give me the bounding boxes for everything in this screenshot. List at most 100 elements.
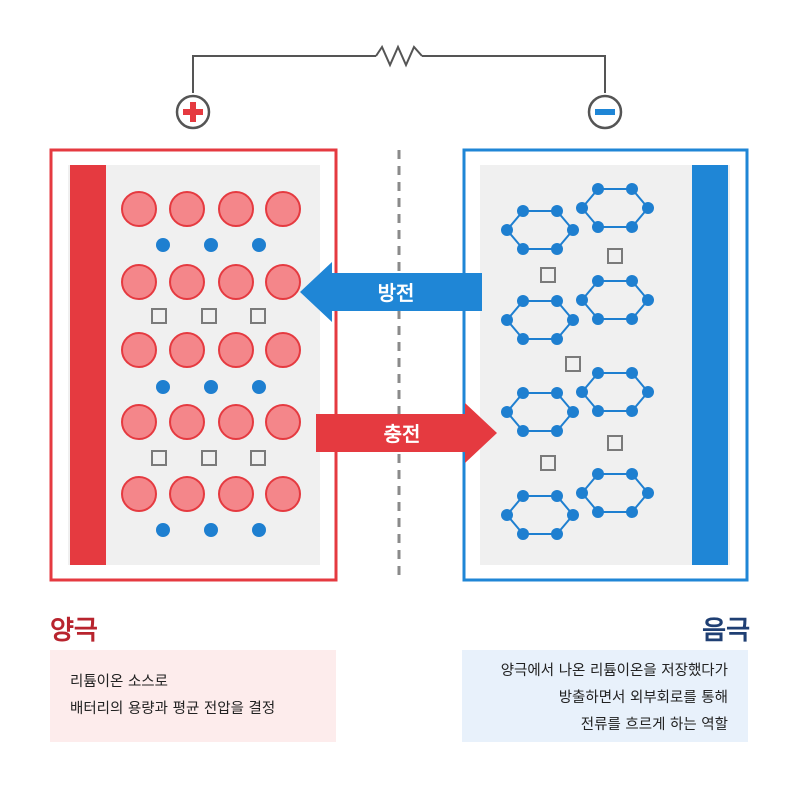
carbon-node [642, 202, 654, 214]
resistor-icon [375, 44, 423, 68]
carbon-node [517, 295, 529, 307]
carbon-node [501, 509, 513, 521]
cathode-particle [169, 191, 205, 227]
carbon-node [517, 528, 529, 540]
carbon-node [551, 425, 563, 437]
plus-terminal-icon [175, 94, 211, 130]
cathode-particle [169, 332, 205, 368]
carbon-node [592, 506, 604, 518]
carbon-node [567, 314, 579, 326]
carbon-node [501, 314, 513, 326]
description-line: 배터리의 용량과 평균 전압을 결정 [70, 701, 276, 717]
carbon-node [576, 202, 588, 214]
carbon-node [592, 275, 604, 287]
carbon-node [501, 406, 513, 418]
carbon-node [592, 405, 604, 417]
lithium-ion [204, 238, 218, 252]
vacancy-site [607, 435, 623, 451]
vacancy-site [607, 248, 623, 264]
lithium-ion [252, 380, 266, 394]
cathode-particle [265, 476, 301, 512]
anode-panel [462, 148, 749, 582]
cathode-particle [265, 332, 301, 368]
vacancy-site [201, 308, 217, 324]
cathode-particle [218, 476, 254, 512]
lithium-ion [252, 523, 266, 537]
carbon-node [517, 243, 529, 255]
carbon-node [592, 367, 604, 379]
carbon-node [551, 333, 563, 345]
carbon-node [551, 528, 563, 540]
carbon-node [592, 183, 604, 195]
carbon-node [551, 205, 563, 217]
description-line: 방출하면서 외부회로를 통해 [558, 690, 728, 706]
cathode-particle [169, 264, 205, 300]
carbon-node [501, 224, 513, 236]
carbon-node [592, 221, 604, 233]
carbon-node [576, 386, 588, 398]
right-arrow-icon [316, 403, 497, 463]
lithium-ion [156, 238, 170, 252]
carbon-node [551, 295, 563, 307]
carbon-node [626, 468, 638, 480]
vacancy-site [151, 308, 167, 324]
description-line: 양극에서 나온 리튬이온을 저장했다가 [500, 663, 728, 679]
description-line: 전류를 흐르게 하는 역할 [580, 717, 728, 733]
carbon-node [592, 468, 604, 480]
anode-description: 양극에서 나온 리튬이온을 저장했다가 방출하면서 외부회로를 통해 전류를 흐… [462, 650, 748, 742]
anode-current-collector [692, 165, 728, 565]
vacancy-site [250, 308, 266, 324]
vacancy-site [565, 356, 581, 372]
cathode-particle [169, 476, 205, 512]
external-circuit [192, 44, 606, 93]
carbon-node [567, 509, 579, 521]
lithium-ion [204, 380, 218, 394]
carbon-node [592, 313, 604, 325]
cathode-current-collector [70, 165, 106, 565]
carbon-node [626, 506, 638, 518]
anode-title: 음극 [702, 616, 750, 646]
vacancy-site [540, 267, 556, 283]
carbon-node [626, 405, 638, 417]
carbon-node [642, 294, 654, 306]
carbon-node [551, 243, 563, 255]
cathode-title: 양극 [50, 616, 98, 646]
carbon-node [626, 183, 638, 195]
carbon-node [626, 313, 638, 325]
carbon-node [567, 406, 579, 418]
cathode-particle [121, 264, 157, 300]
cathode-particle [265, 191, 301, 227]
carbon-node [626, 221, 638, 233]
cathode-panel [49, 148, 338, 582]
charge-arrow: 충전 [316, 403, 497, 463]
description-line: 리튬이온 소스로 [70, 674, 168, 690]
carbon-node [517, 387, 529, 399]
cathode-particle [218, 191, 254, 227]
discharge-label: 방전 [378, 281, 415, 305]
vacancy-site [250, 450, 266, 466]
cathode-particle [265, 264, 301, 300]
carbon-node [626, 275, 638, 287]
lithium-ion [156, 523, 170, 537]
lithium-ion [252, 238, 266, 252]
cathode-particle [265, 404, 301, 440]
cathode-particle [218, 264, 254, 300]
cathode-description: 리튬이온 소스로 배터리의 용량과 평균 전압을 결정 [50, 650, 336, 742]
cathode-particle [218, 332, 254, 368]
carbon-node [517, 333, 529, 345]
discharge-arrow: 방전 [300, 262, 482, 322]
carbon-node [576, 294, 588, 306]
carbon-node [551, 490, 563, 502]
vacancy-site [151, 450, 167, 466]
cathode-particle [121, 191, 157, 227]
carbon-node [551, 387, 563, 399]
carbon-node [567, 224, 579, 236]
carbon-node [517, 425, 529, 437]
lithium-ion [204, 523, 218, 537]
lithium-ion [156, 380, 170, 394]
vacancy-site [201, 450, 217, 466]
left-arrow-icon [300, 262, 482, 322]
cathode-particle [121, 476, 157, 512]
cathode-particle [218, 404, 254, 440]
